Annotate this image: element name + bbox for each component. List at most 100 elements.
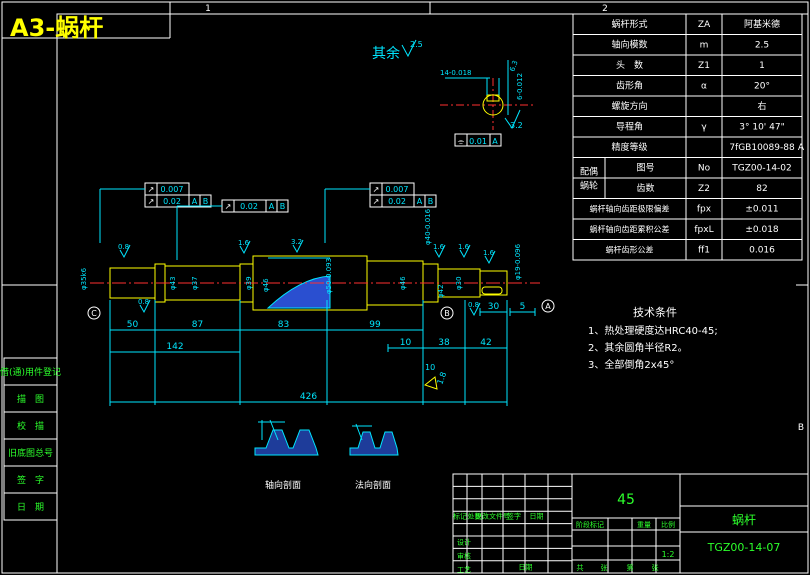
roughness-mark-icon — [119, 244, 131, 259]
roughness-symbol-icon — [401, 39, 417, 58]
keyway-roughness-icon — [504, 109, 521, 130]
tolerance-symbol: fpx — [697, 205, 712, 215]
side-block-label: 借(通)用件登记 — [0, 366, 61, 378]
diameter-label: φ37 — [191, 276, 199, 290]
keyway-width-dim: 14-0.018 — [440, 69, 471, 77]
param-name: 轴向模数 — [611, 39, 647, 51]
tolerance-frame-symbol: ↗ — [373, 197, 380, 206]
tech-requirement-1: 1、热处理硬度达HRC40-45; — [588, 324, 718, 337]
mating-name: 图号 — [636, 163, 654, 174]
roughness-note-label: 其余 — [372, 45, 400, 62]
datum-marker — [87, 306, 101, 320]
tolerance-name: 蜗杆齿形公差 — [606, 245, 654, 255]
misc-dimension: 1.8 — [435, 371, 448, 386]
tolerance-symbol: ff1 — [698, 246, 710, 256]
param-symbol: m — [700, 41, 709, 51]
roughness-mark-value: 1.6 — [458, 243, 470, 251]
shaft-segment — [479, 270, 508, 296]
param-name: 齿形角 — [616, 80, 643, 92]
param-name: 精度等级 — [611, 141, 647, 153]
mating-value: 82 — [756, 184, 767, 194]
dimension-value: 87 — [192, 320, 203, 330]
drawing-title: A3-蜗杆 — [10, 14, 103, 42]
param-name: 头 数 — [616, 59, 643, 71]
axial-section-label: 轴向剖面 — [265, 479, 301, 491]
revision-header: 日期 — [530, 513, 544, 521]
roughness-mark-icon — [139, 299, 151, 314]
datum-marker — [440, 306, 454, 320]
tolerance-frame-symbol: ↗ — [225, 202, 232, 211]
param-name: 螺旋方向 — [611, 100, 647, 112]
tolerance-value: ±0.018 — [745, 225, 779, 235]
param-symbol: Z1 — [698, 61, 710, 71]
tolerance-symbol: fpxL — [694, 225, 713, 235]
keyway-tolerance-datum: A — [492, 137, 498, 146]
tech-requirement-3: 3、全部倒角2x45° — [588, 358, 674, 371]
roughness-mark-value: 3.2 — [291, 238, 302, 246]
roughness-mark-icon — [469, 302, 481, 317]
sheet-label: 第 — [627, 563, 634, 572]
side-block-label: 描 图 — [17, 393, 44, 405]
param-value: 7fGB10089-88 — [729, 143, 795, 153]
diameter-label: φ42 — [437, 284, 445, 298]
tolerance-frame-datum: B — [428, 197, 434, 206]
tolerance-frame-symbol: ↗ — [148, 185, 155, 194]
keyway-roughness: 3.2 — [510, 121, 523, 130]
zone-label-top-2: 2 — [602, 4, 608, 14]
tolerance-frame-row — [369, 194, 437, 208]
sheet-label: 张 — [652, 563, 659, 572]
stage-header: 重量 — [637, 521, 651, 529]
normal-section-view — [349, 423, 399, 456]
part-name: 蜗杆 — [732, 512, 756, 527]
diameter-label: φ46 — [262, 278, 270, 292]
roughness-mark-value: 0.8 — [138, 298, 149, 306]
mating-symbol: No — [698, 164, 711, 174]
tolerance-frame-datum: B — [280, 202, 286, 211]
approval-row-label: 审核 — [457, 551, 471, 560]
tech-requirements: 技术条件 1、热处理硬度达HRC40-45; 2、其余圆角半径R2。 3、全部倒… — [588, 305, 718, 371]
param-symbol: α — [701, 82, 707, 92]
mating-label: 配偶 — [580, 166, 598, 178]
drawing-number: TGZ00-14-07 — [707, 541, 781, 554]
side-block-cell — [3, 492, 58, 521]
dimension-value: 99 — [369, 320, 381, 330]
param-value: 2.5 — [755, 41, 769, 51]
keyway-tolerance-symbol: ⌯ — [458, 137, 465, 146]
keyway-angle-dim: 6.3 — [508, 59, 519, 72]
date-label: 日期 — [519, 563, 533, 571]
diameter-label: φ30 — [455, 276, 463, 290]
dimension-value: 50 — [127, 320, 139, 330]
tolerance-frame-value: 0.02 — [163, 197, 181, 206]
keyway-slot — [481, 286, 503, 295]
dimension-value: 38 — [438, 338, 450, 348]
zone-label-side-a: A — [798, 143, 805, 153]
roughness-mark-icon — [434, 244, 446, 259]
tolerance-frame-value: 0.02 — [388, 197, 406, 206]
stage-header: 比例 — [661, 520, 675, 529]
mating-label: 蜗轮 — [580, 180, 598, 192]
revision-header: 标记 — [453, 512, 467, 521]
stage-header: 阶段标记 — [576, 520, 604, 529]
datum-label: B — [444, 309, 450, 318]
diameter-label: φ35k6 — [80, 267, 88, 290]
tolerance-value: ±0.011 — [745, 205, 778, 215]
tolerance-name: 蜗杆轴向齿距累积公差 — [590, 224, 670, 234]
approval-row-label: 工艺 — [457, 566, 471, 574]
tech-requirements-title: 技术条件 — [633, 305, 677, 319]
roughness-mark-icon — [484, 250, 496, 265]
tolerance-frame-datum: A — [417, 197, 423, 206]
approval-row-label: 设计 — [457, 538, 471, 547]
roughness-mark-icon — [459, 244, 471, 259]
datum-label: A — [545, 302, 551, 311]
tolerance-frame-datum: A — [269, 202, 275, 211]
title-block: 标记处数更改文件号签字日期设计审核工艺日期45阶段标记重量比例1:2共张第张蜗杆… — [452, 473, 809, 574]
side-block-label: 校 描 — [17, 420, 44, 432]
diameter-label: φ40-0.016 — [424, 208, 432, 245]
zone-label-top-1: 1 — [205, 4, 211, 14]
tooth-section-views: 轴向剖面 法向剖面 — [254, 419, 399, 491]
param-value: 1 — [759, 61, 765, 71]
